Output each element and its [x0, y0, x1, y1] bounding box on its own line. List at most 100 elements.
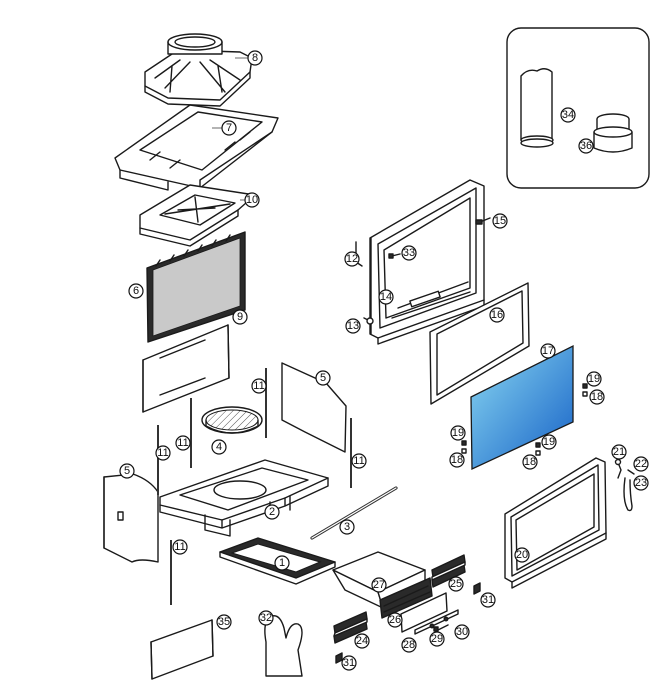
part-29-rail — [414, 609, 459, 635]
svg-text:25: 25 — [450, 578, 462, 590]
svg-text:10: 10 — [246, 194, 258, 206]
part-8-flue-collar — [144, 33, 253, 107]
callout-11-c: 11 — [155, 445, 171, 461]
svg-text:27: 27 — [373, 579, 385, 591]
callout-27: 27 — [371, 577, 387, 593]
part-36-pipe-adapter — [593, 113, 633, 153]
callout-14: 14 — [378, 289, 394, 305]
callout-11-b: 11 — [175, 435, 191, 451]
callout-19-a: 19 — [586, 371, 602, 387]
callout-23: 23 — [633, 475, 649, 491]
callout-29: 29 — [429, 631, 445, 647]
svg-text:33: 33 — [403, 247, 415, 259]
callout-15: 15 — [492, 213, 508, 229]
callout-18-c: 18 — [522, 454, 538, 470]
callout-24: 24 — [354, 633, 370, 649]
svg-text:19: 19 — [452, 427, 464, 439]
part-25-deflector-right — [431, 554, 466, 588]
part-10-smoke-plate — [139, 184, 256, 247]
callout-6: 6 — [128, 283, 144, 299]
callout-2: 2 — [264, 504, 280, 520]
callout-32: 32 — [258, 610, 274, 626]
callout-10: 10 — [244, 192, 260, 208]
callout-28: 28 — [401, 637, 417, 653]
callout-31-a: 31 — [480, 592, 496, 608]
callout-16: 16 — [489, 307, 505, 323]
svg-text:7: 7 — [226, 122, 232, 134]
callout-11-e: 11 — [172, 539, 188, 555]
svg-text:11: 11 — [174, 541, 185, 553]
part-17-door-glass — [470, 344, 574, 471]
callout-3: 3 — [339, 519, 355, 535]
callout-5-right: 5 — [315, 370, 331, 386]
callout-9: 9 — [232, 309, 248, 325]
part-22-handle-spring — [627, 469, 635, 475]
part-6-back-panel — [146, 231, 246, 343]
callout-18-a: 18 — [589, 389, 605, 405]
callout-19-c: 19 — [541, 434, 557, 450]
svg-text:5: 5 — [320, 372, 326, 384]
svg-text:15: 15 — [494, 215, 506, 227]
part-33-screw — [388, 253, 401, 259]
svg-text:1: 1 — [279, 557, 285, 569]
callout-19-b: 19 — [450, 425, 466, 441]
callout-26: 26 — [387, 612, 403, 628]
callout-18-b: 18 — [449, 452, 465, 468]
part-11-support-rods — [157, 368, 352, 605]
part-15-screw — [475, 217, 491, 225]
svg-text:31: 31 — [482, 594, 494, 606]
part-13-door-bolt — [363, 317, 374, 325]
part-3-long-rod — [310, 486, 398, 540]
callout-12: 12 — [344, 251, 360, 267]
part-5-right-side-panel — [281, 362, 347, 453]
part-31-bracket-right — [473, 582, 481, 595]
svg-text:11: 11 — [157, 447, 168, 459]
svg-text:11: 11 — [177, 437, 188, 449]
callout-33: 33 — [401, 245, 417, 261]
part-9-rear-grill — [142, 324, 230, 413]
callout-36: 36 — [578, 138, 594, 154]
svg-text:18: 18 — [524, 456, 536, 468]
svg-text:11: 11 — [253, 380, 264, 392]
part-26-drawer-front — [379, 577, 433, 619]
svg-text:28: 28 — [403, 639, 415, 651]
callout-1: 1 — [274, 555, 290, 571]
part-20-door-outer-frame — [504, 457, 607, 589]
svg-text:24: 24 — [356, 635, 368, 647]
callout-11-a: 11 — [251, 378, 267, 394]
part-31-bracket-left — [335, 652, 343, 664]
callout-25: 25 — [448, 576, 464, 592]
callout-34: 34 — [560, 107, 576, 123]
part-14-door-frame — [369, 179, 485, 345]
callout-31-b: 31 — [341, 655, 357, 671]
svg-text:18: 18 — [451, 454, 463, 466]
svg-text:36: 36 — [580, 140, 592, 152]
svg-text:19: 19 — [543, 436, 555, 448]
callouts: 8 7 10 6 9 11 5 11 4 11 11 5 2 3 11 1 15… — [119, 50, 649, 671]
svg-text:32: 32 — [260, 612, 272, 624]
part-23-door-handle — [623, 477, 633, 512]
svg-text:13: 13 — [347, 320, 359, 332]
callout-20: 20 — [514, 547, 530, 563]
svg-text:5: 5 — [124, 465, 130, 477]
svg-text:16: 16 — [491, 309, 503, 321]
callout-5-left: 5 — [119, 463, 135, 479]
svg-text:29: 29 — [431, 633, 443, 645]
part-21-handle-pivot — [614, 458, 622, 479]
svg-text:22: 22 — [635, 458, 647, 470]
callout-30: 30 — [454, 624, 470, 640]
callout-22: 22 — [633, 456, 649, 472]
part-24-deflector-left — [333, 611, 368, 644]
part-2-base-tray — [159, 459, 329, 537]
callout-7: 7 — [221, 120, 237, 136]
svg-text:34: 34 — [562, 109, 574, 121]
part-30-rail-bracket — [433, 624, 449, 632]
svg-text:14: 14 — [380, 291, 392, 303]
svg-text:20: 20 — [516, 549, 528, 561]
svg-text:4: 4 — [216, 441, 222, 453]
part-34-chimney-pipe — [520, 68, 554, 148]
part-5-left-side-panel — [103, 473, 159, 563]
part-18-19-glass-clips — [461, 383, 588, 456]
callout-17: 17 — [540, 343, 556, 359]
svg-text:2: 2 — [269, 506, 275, 518]
